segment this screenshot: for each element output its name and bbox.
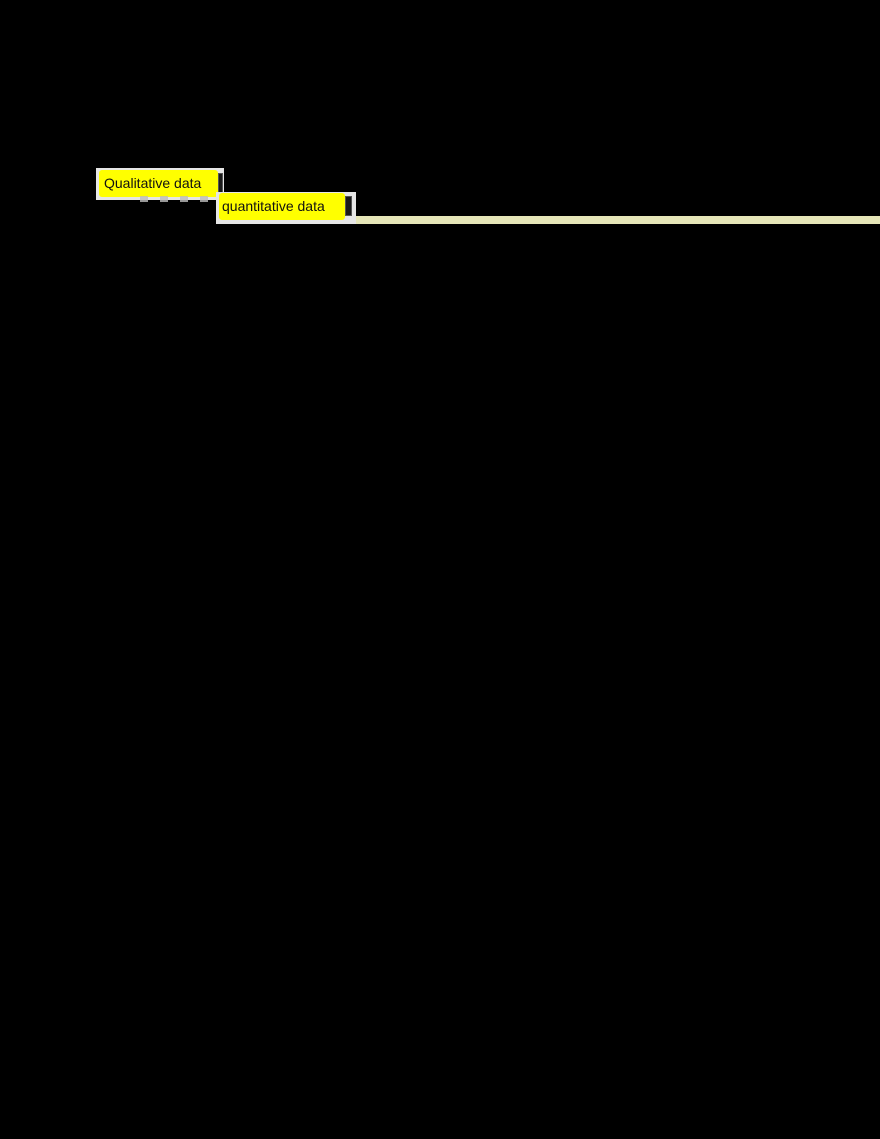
highlight-label: quantitative data bbox=[222, 198, 325, 214]
text-cursor-icon bbox=[345, 196, 352, 216]
highlight-qualitative-data[interactable]: Qualitative data bbox=[99, 170, 218, 197]
faint-text-fragment bbox=[140, 196, 220, 202]
text-cursor-icon bbox=[218, 173, 223, 193]
highlight-quantitative-data[interactable]: quantitative data bbox=[219, 193, 345, 220]
highlight-band bbox=[345, 216, 880, 224]
highlight-label: Qualitative data bbox=[104, 175, 202, 191]
